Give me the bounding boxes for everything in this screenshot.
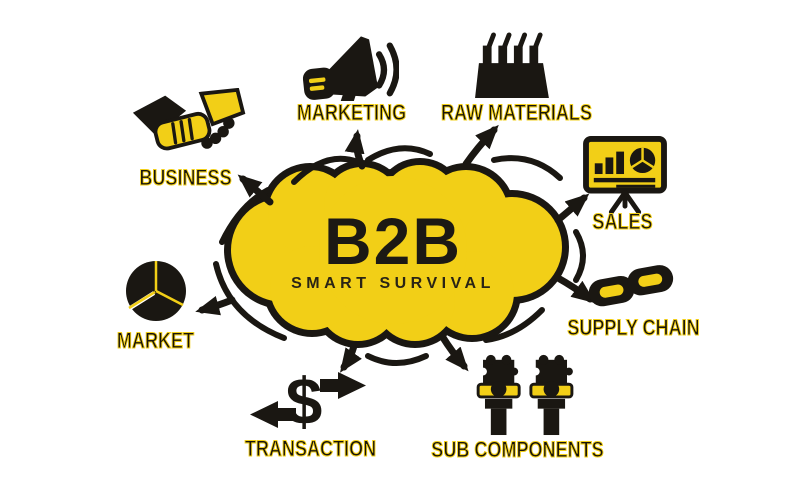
pie-chart-icon <box>125 261 186 321</box>
node-label-sub-components: SUB COMPONENTS <box>431 436 604 462</box>
arrow-to-market <box>195 295 236 316</box>
node-label-business: BUSINESS <box>139 164 232 190</box>
node-label-marketing: MARKETING <box>296 99 407 125</box>
node-label-market: MARKET <box>116 327 195 353</box>
arrow-to-transaction <box>339 342 362 373</box>
puzzle-person <box>529 354 574 436</box>
connector-arrows <box>195 124 596 373</box>
center-title: B2B <box>324 204 462 278</box>
cloud-fill <box>231 165 562 341</box>
dollar-sign: $ <box>286 364 323 436</box>
arrow-to-business <box>237 174 274 206</box>
arrow-to-marketing <box>344 129 366 170</box>
puzzle-people-icon <box>476 354 574 436</box>
center-subtitle: SMART SURVIVAL <box>291 275 495 292</box>
megaphone-icon <box>302 36 399 101</box>
node-label-supply-chain: SUPPLY CHAIN <box>567 314 700 340</box>
node-label-raw-materials: RAW MATERIALS <box>440 99 593 125</box>
puzzle-person <box>476 354 521 436</box>
arrow-to-sales <box>554 193 590 224</box>
factory-icon <box>475 32 549 99</box>
dollar-arrows-icon: $ <box>250 364 366 436</box>
arrow-to-supply-chain <box>554 274 596 304</box>
node-label-sales: SALES <box>592 208 653 234</box>
handshake-icon <box>132 88 246 151</box>
arrow-to-raw-materials <box>462 124 499 168</box>
chain-link-icon <box>588 265 674 307</box>
presentation-chart-icon <box>583 136 667 214</box>
node-label-transaction: TRANSACTION <box>244 435 377 461</box>
arrow-to-sub-components <box>438 332 469 372</box>
